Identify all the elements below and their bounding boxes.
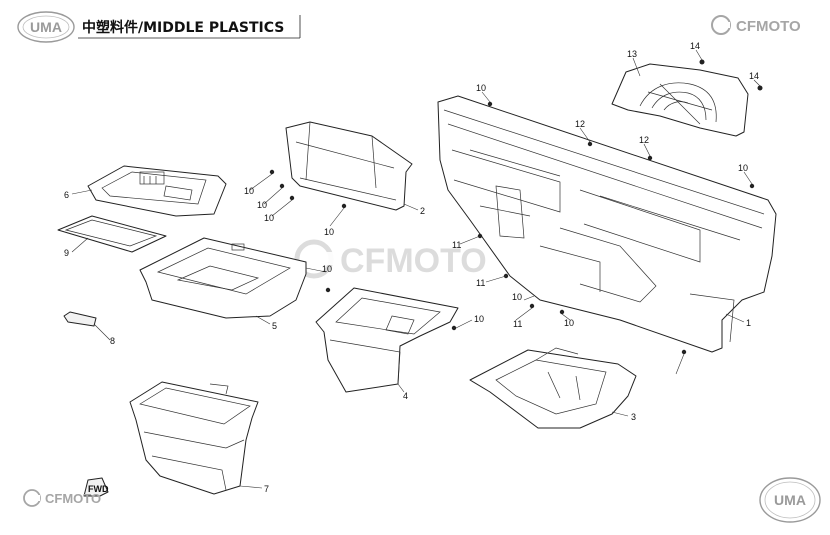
- callout-10-a: 10: [244, 186, 254, 196]
- callout-10-b: 10: [257, 200, 267, 210]
- header-brand-right: CFMOTO: [736, 18, 801, 35]
- callout-11-b: 11: [476, 278, 485, 288]
- callout-labels: 13 14 14 10 12 12 10 10 10 10 10 2 6 9 1…: [64, 41, 759, 494]
- callout-14-top: 14: [690, 41, 700, 51]
- callout-1: 1: [746, 318, 751, 328]
- part-4-box: [315, 287, 459, 393]
- footer-logo-left: CFMOTO: [23, 489, 101, 507]
- part-8-handle: [63, 311, 97, 327]
- callout-13: 13: [627, 49, 637, 59]
- callout-10-top: 10: [476, 83, 486, 93]
- callout-10-c: 10: [264, 213, 274, 223]
- watermark-text: CFMOTO: [340, 242, 487, 280]
- callout-10-g: 10: [512, 292, 522, 302]
- fasteners-14: [699, 59, 763, 91]
- header-brand-left: UMA: [30, 19, 62, 35]
- footer-brand-left: CFMOTO: [45, 491, 101, 506]
- header-logo-right: CFMOTO: [711, 15, 801, 35]
- fwd-label: FWD: [88, 484, 109, 494]
- fwd-arrow-badge: FWD: [83, 477, 109, 497]
- header-logo-left: UMA: [17, 11, 75, 43]
- part-6-tray: [87, 165, 227, 217]
- callout-5: 5: [272, 321, 277, 331]
- callout-10-right: 10: [738, 163, 748, 173]
- part-3-bottom-tray: [469, 347, 637, 429]
- callout-10-h: 10: [564, 318, 574, 328]
- callout-10-e: 10: [322, 264, 332, 274]
- part-13-cover: [611, 63, 749, 137]
- callout-12-right: 12: [639, 135, 649, 145]
- footer-logo-right: UMA: [759, 477, 821, 523]
- callout-11-c: 11: [513, 319, 522, 329]
- page-title: 中塑料件/MIDDLE PLASTICS: [82, 19, 284, 36]
- leader-lines: [71, 49, 761, 489]
- part-2-side-panel: [285, 121, 413, 211]
- part-1-main-panel: [437, 95, 777, 353]
- part-5-tub: [139, 237, 307, 319]
- callout-10-d: 10: [324, 227, 334, 237]
- callout-8: 8: [110, 336, 115, 346]
- part-7-storage-bin: [129, 381, 259, 495]
- callout-3: 3: [631, 412, 636, 422]
- callout-9: 9: [64, 248, 69, 258]
- fasteners-10: [269, 101, 755, 355]
- callout-7: 7: [264, 484, 269, 494]
- callout-12-left: 12: [575, 119, 585, 129]
- callout-4: 4: [403, 391, 408, 401]
- callout-10-f: 10: [474, 314, 484, 324]
- callout-6: 6: [64, 190, 69, 200]
- callout-14-right: 14: [749, 71, 759, 81]
- footer-brand-right: UMA: [774, 492, 806, 508]
- watermark: CFMOTO: [294, 239, 487, 280]
- callout-11-a: 11: [452, 240, 461, 250]
- callout-2: 2: [420, 206, 425, 216]
- part-9-gasket: [57, 215, 167, 253]
